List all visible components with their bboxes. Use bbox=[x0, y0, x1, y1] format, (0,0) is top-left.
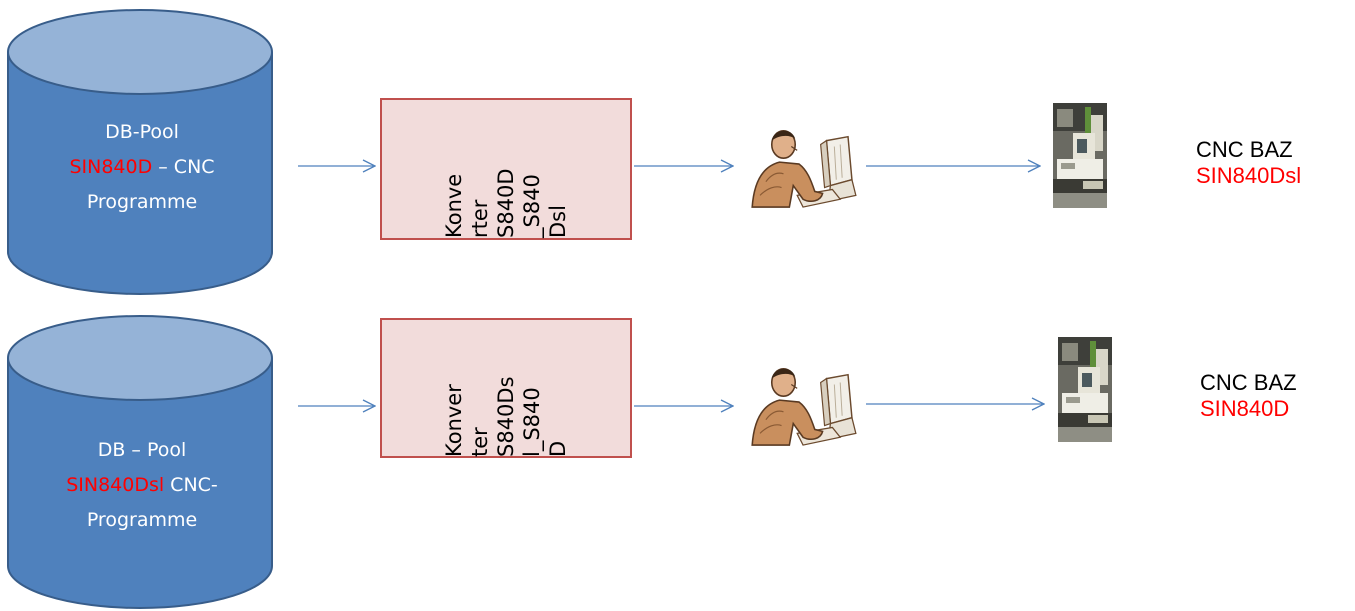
operator-at-computer-icon bbox=[751, 129, 857, 208]
converter-label-2: Konver ter S840Ds l_S840 D bbox=[381, 338, 631, 457]
cnc-machine-photo bbox=[1058, 337, 1112, 442]
converter-line: ter bbox=[468, 427, 492, 457]
db-pool-title: DB-Pool bbox=[105, 121, 179, 143]
converter-line: rter bbox=[468, 199, 492, 238]
converter-line: S840D bbox=[494, 168, 518, 238]
db-pool-system: SIN840D bbox=[69, 156, 153, 178]
converter-line: l_S840 bbox=[520, 387, 544, 457]
target-machine-model: SIN840Dsl bbox=[1196, 163, 1302, 188]
db-pool-subtitle: Programme bbox=[86, 509, 198, 531]
db-pool-label-2: DB – Pool SIN840Dsl CNC- Programme bbox=[27, 433, 257, 538]
converter-box-1 bbox=[380, 98, 632, 240]
target-machine-model: SIN840D bbox=[1200, 396, 1290, 421]
converter-line: D bbox=[546, 440, 570, 457]
db-pool-cylinder-1 bbox=[7, 9, 273, 295]
converter-line: Konve bbox=[442, 173, 466, 238]
converter-line: Dsl bbox=[546, 205, 570, 238]
target-machine-label-2: CNC BAZ SIN840D bbox=[1200, 370, 1297, 422]
cnc-machine-photo bbox=[1053, 103, 1107, 208]
db-pool-system-suffix: CNC- bbox=[164, 474, 218, 496]
db-pool-title: DB – Pool bbox=[97, 439, 187, 461]
target-machine-title: CNC BAZ bbox=[1200, 370, 1297, 395]
operator-at-computer-icon bbox=[751, 367, 857, 446]
converter-text: Konve rter S840D _S840 Dsl bbox=[441, 100, 571, 238]
target-machine-label-1: CNC BAZ SIN840Dsl bbox=[1196, 137, 1301, 189]
db-pool-system-suffix: – CNC bbox=[152, 156, 215, 178]
converter-line: S840Ds bbox=[494, 376, 518, 457]
db-pool-system: SIN840Dsl bbox=[66, 474, 165, 496]
db-pool-system-line: SIN840Dsl CNC- bbox=[27, 468, 257, 503]
converter-text: Konver ter S840Ds l_S840 D bbox=[441, 319, 571, 457]
converter-box-2 bbox=[380, 318, 632, 458]
db-pool-system-line: SIN840D – CNC bbox=[27, 150, 257, 185]
db-pool-label-1: DB-Pool SIN840D – CNC Programme bbox=[27, 115, 257, 220]
db-pool-cylinder-2 bbox=[7, 315, 273, 609]
converter-label-1: Konve rter S840D _S840 Dsl bbox=[381, 119, 631, 238]
converter-line: Konver bbox=[442, 384, 466, 457]
db-pool-subtitle: Programme bbox=[86, 191, 198, 213]
converter-line: _S840 bbox=[520, 174, 544, 238]
target-machine-title: CNC BAZ bbox=[1196, 137, 1293, 162]
